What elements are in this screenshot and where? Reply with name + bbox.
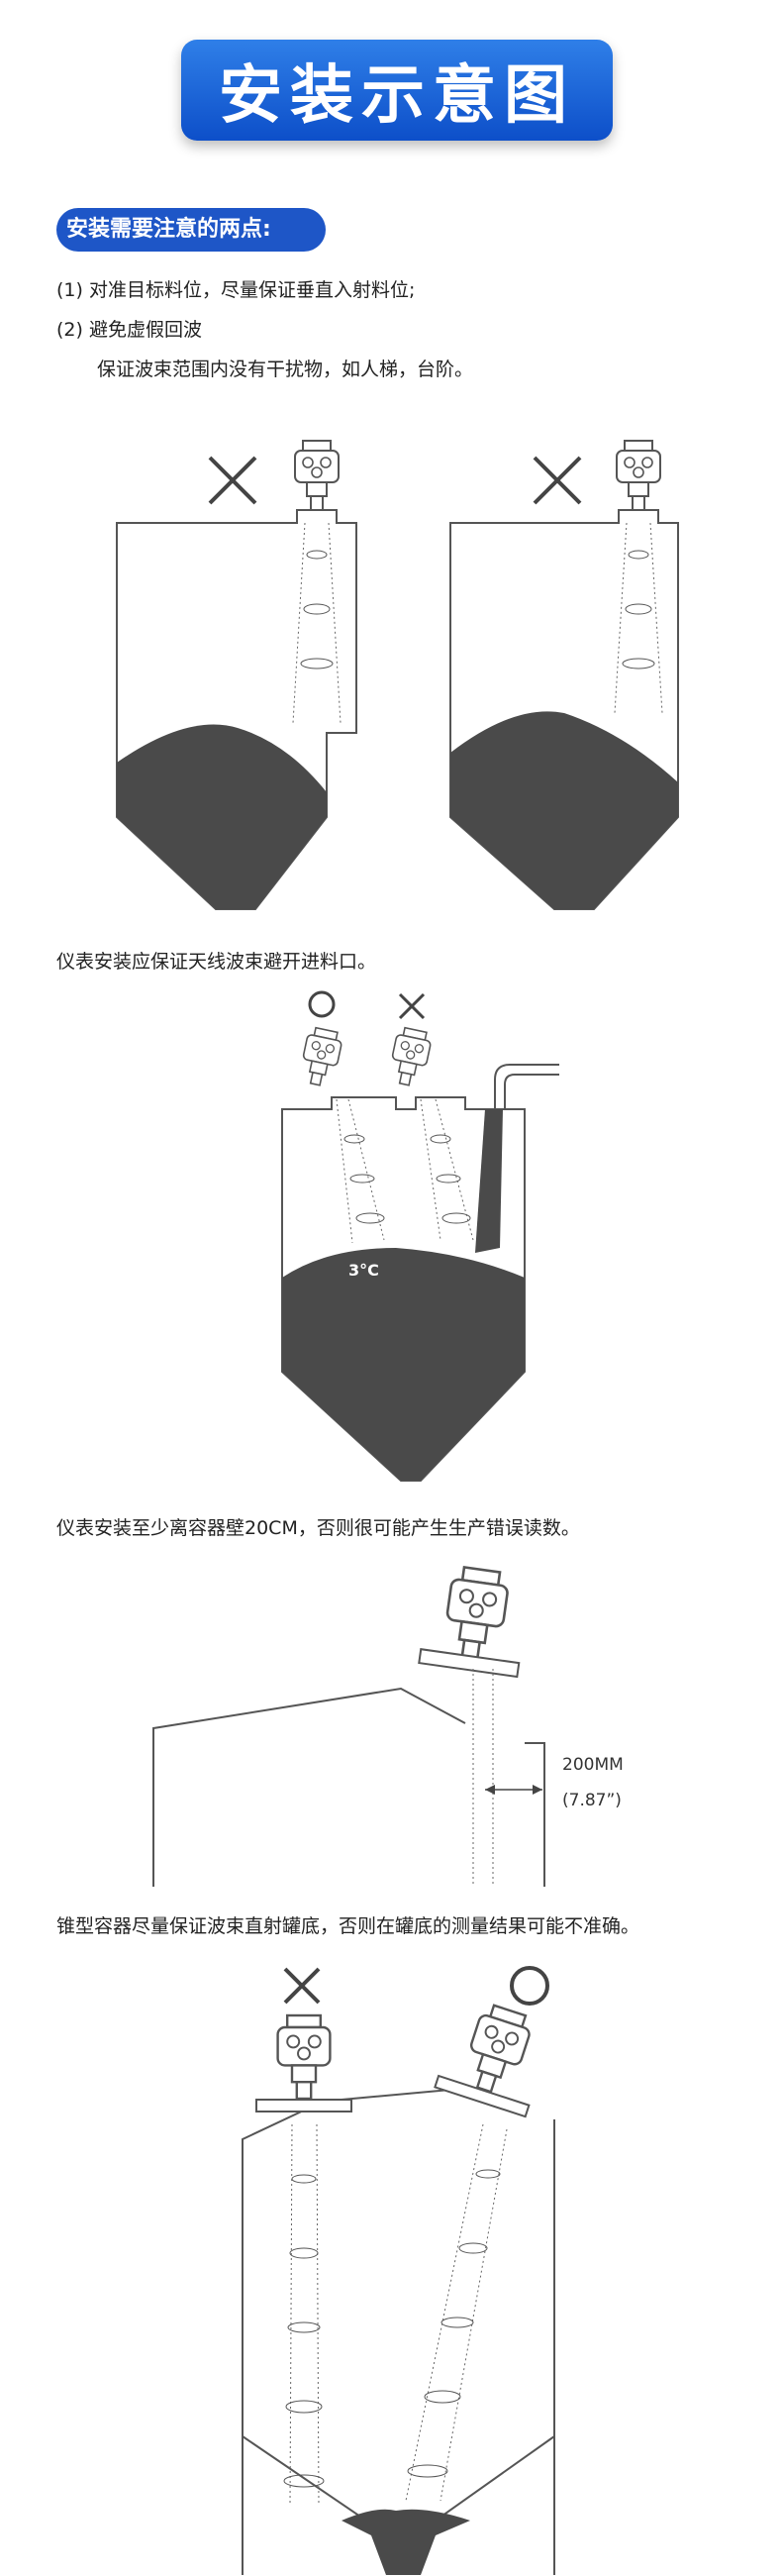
- figure-feed-inlet: 3°C: [0, 980, 782, 1495]
- title-banner: 安装示意图: [181, 40, 613, 141]
- tank-with-inlet: [282, 1065, 559, 1481]
- cross-icon: [210, 458, 255, 503]
- notes-heading: 安装需要注意的两点:: [56, 208, 326, 252]
- page-title: 安装示意图: [181, 40, 613, 141]
- cone-tank: [243, 2090, 554, 2575]
- cross-icon: [535, 458, 580, 503]
- silo-left: [117, 441, 356, 909]
- sensor-vertical: [256, 2015, 351, 2112]
- distance-label: 200MM: [562, 1755, 624, 1775]
- sensor-wall: [419, 1563, 531, 1677]
- note-item-3: 保证波束范围内没有干扰物，如人梯，台阶。: [97, 355, 473, 381]
- sensor-good: [298, 1026, 343, 1087]
- sensor-bad: [387, 1026, 433, 1087]
- silo-right: [450, 441, 678, 909]
- figure-cone-tank: [0, 1951, 782, 2575]
- dimension-arrow: [485, 1785, 542, 1795]
- angle-label: 3°C: [348, 1261, 379, 1280]
- caption-cone-tank: 锥型容器尽量保证波束直射罐底，否则在罐底的测量结果可能不准确。: [56, 1911, 639, 1938]
- figure-false-echo: [0, 416, 782, 931]
- distance-inch-label: (7.87”): [562, 1791, 622, 1810]
- circle-ok-icon: [310, 992, 334, 1016]
- caption-feed-inlet: 仪表安装应保证天线波束避开进料口。: [56, 947, 376, 974]
- cross-icon: [400, 994, 424, 1018]
- note-item-1: (1) 对准目标料位，尽量保证垂直入射料位;: [56, 275, 415, 302]
- caption-wall-distance: 仪表安装至少离容器壁20CM，否则很可能产生生产错误读数。: [56, 1513, 580, 1540]
- circle-ok-icon: [512, 1968, 547, 2004]
- sensor-tilted: [435, 1996, 554, 2116]
- cross-icon: [285, 1969, 319, 2003]
- note-item-2: (2) 避免虚假回波: [56, 315, 202, 342]
- figure-wall-distance: 200MM (7.87”): [0, 1550, 782, 1897]
- tank-roof: [153, 1689, 544, 1887]
